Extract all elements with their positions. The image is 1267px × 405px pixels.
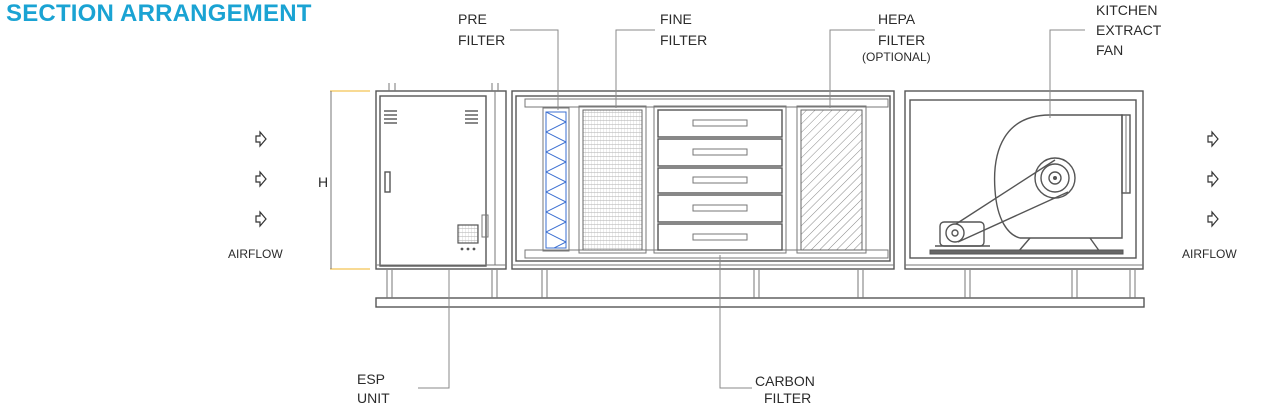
- section-title: SECTION ARRANGEMENT: [6, 0, 312, 27]
- control-panel-icon: [457, 224, 479, 251]
- kitchen-fan-label: KITCHEN EXTRACT FAN: [1096, 2, 1165, 58]
- pre-filter-label: PRE FILTER: [458, 11, 505, 48]
- vent-louver-icon: [465, 110, 478, 124]
- hepa-filter: [796, 105, 867, 254]
- airflow-arrow-icon: [255, 130, 267, 228]
- airflow-arrow-icon: [1207, 130, 1219, 228]
- vent-louver-icon: [384, 110, 397, 124]
- carbon-filter-label: CARBON FILTER: [755, 373, 819, 405]
- carbon-filter: [653, 105, 787, 254]
- filter-housing: [511, 90, 895, 270]
- base-skid: [375, 270, 1145, 308]
- pre-filter: [542, 107, 570, 252]
- fine-filter-label: FINE FILTER: [660, 11, 707, 48]
- airflow-left-label: AIRFLOW: [228, 247, 283, 261]
- height-dimension: H: [318, 90, 370, 270]
- kitchen-extract-fan: [929, 114, 1131, 255]
- door-handle-icon: [384, 171, 391, 193]
- height-label: H: [318, 174, 328, 190]
- esp-unit-cabinet: [375, 83, 507, 270]
- fan-section-housing: [904, 90, 1144, 270]
- hepa-filter-label: HEPA FILTER: [878, 11, 925, 48]
- esp-unit-label: ESP UNIT: [357, 371, 390, 405]
- leader-lines: [418, 29, 1085, 389]
- fine-filter: [578, 105, 647, 254]
- hepa-optional-note: (OPTIONAL): [862, 50, 931, 64]
- airflow-right-label: AIRFLOW: [1182, 247, 1237, 261]
- drive-belt: [955, 159, 1056, 225]
- fan-motor-icon: [935, 221, 990, 247]
